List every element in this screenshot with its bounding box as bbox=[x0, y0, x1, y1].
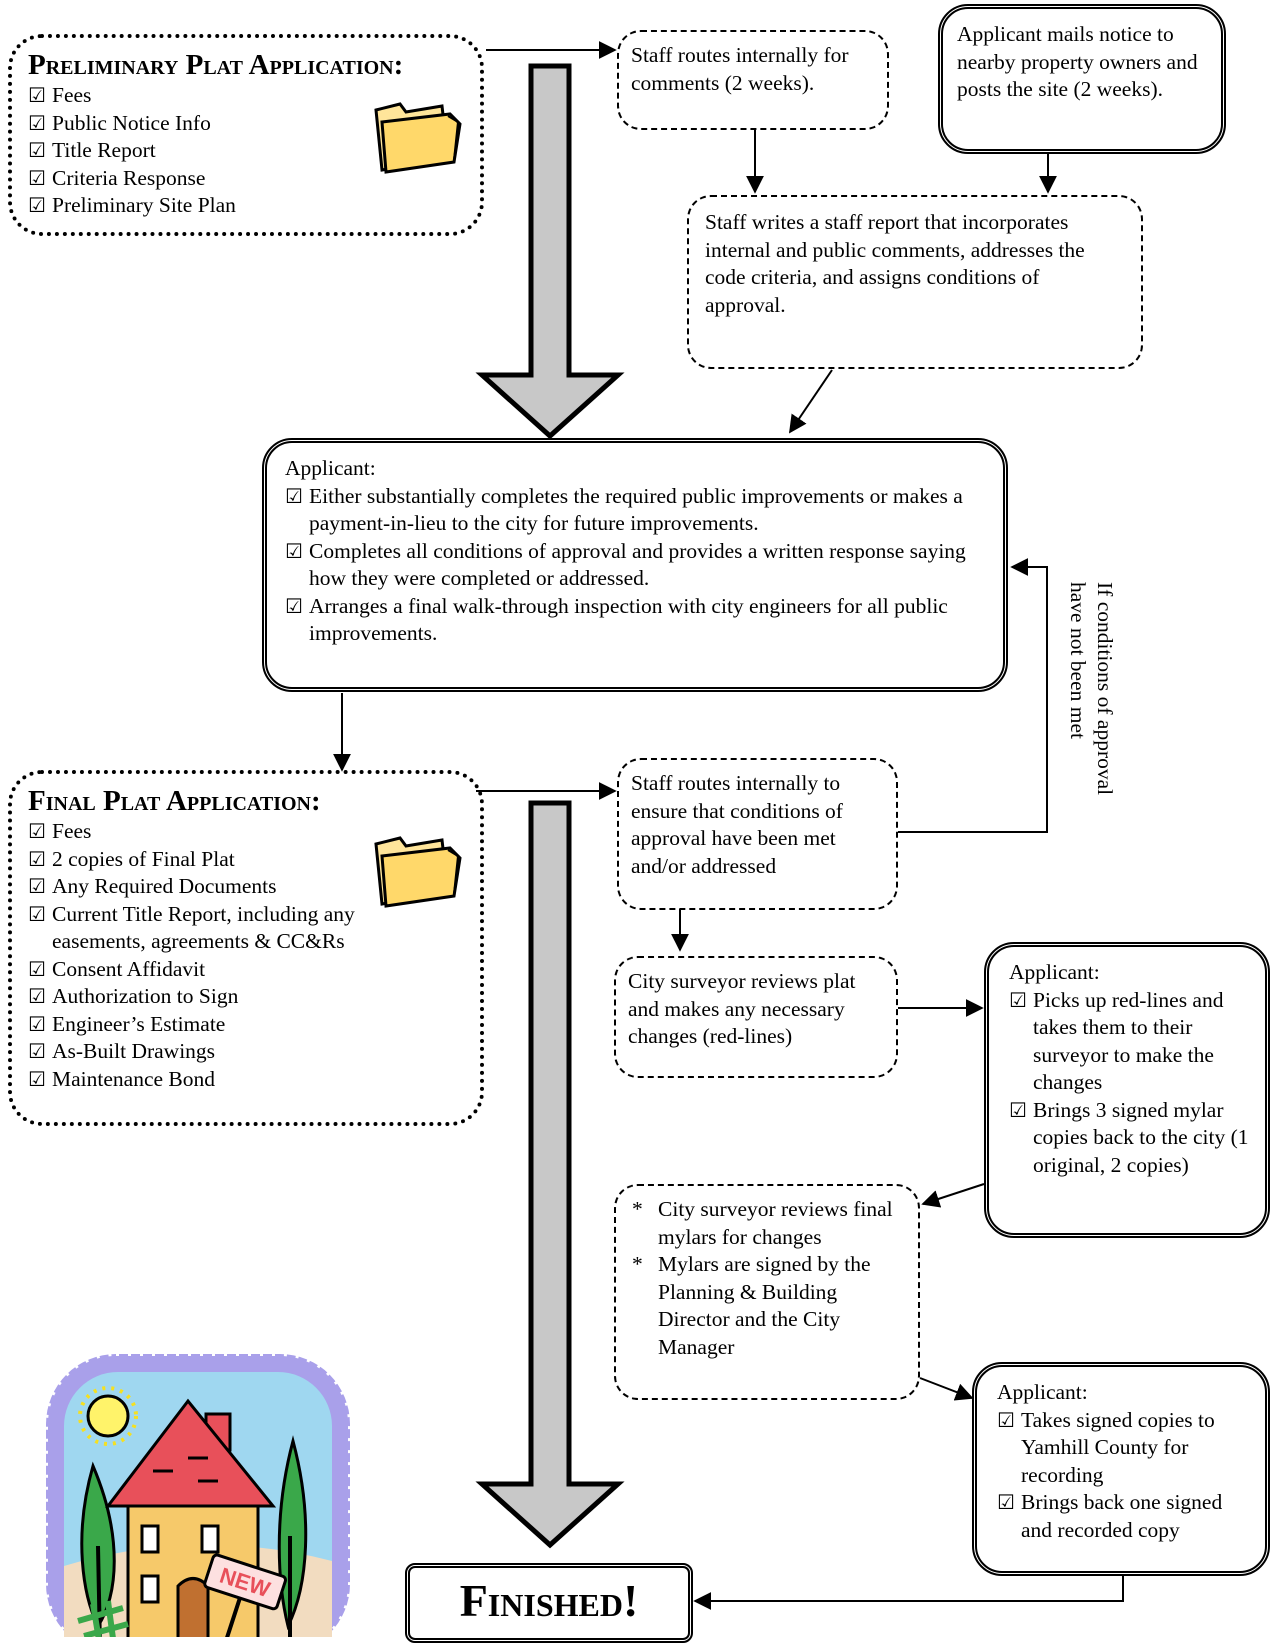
big-arrow-upper bbox=[475, 63, 625, 440]
checkbox-icon: ☑ bbox=[28, 110, 46, 135]
applicant-redlines-box: Applicant: ☑Picks up red-lines and takes… bbox=[984, 942, 1270, 1238]
final-plat-box: Final Plat Application: ☑Fees ☑2 copies … bbox=[8, 770, 484, 1126]
asterisk-icon: * bbox=[632, 1252, 643, 1276]
checklist-item: ☑Any Required Documents bbox=[28, 873, 464, 901]
checkbox-icon: ☑ bbox=[28, 193, 46, 217]
applicant-main-box: Applicant: ☑Either substantially complet… bbox=[262, 438, 1008, 692]
applicant-main-title: Applicant: bbox=[285, 456, 376, 480]
mylars-box: *City surveyor reviews final mylars for … bbox=[614, 1184, 920, 1400]
checkbox-icon: ☑ bbox=[28, 165, 46, 190]
checklist-item: ☑Fees bbox=[28, 82, 464, 110]
house-clipart-icon: NEW bbox=[44, 1352, 352, 1637]
checklist-item: ☑Current Title Report, including any eas… bbox=[28, 901, 355, 954]
checklist-item: ☑Engineer’s Estimate bbox=[28, 1011, 464, 1039]
checkbox-icon: ☑ bbox=[28, 956, 46, 981]
staff-routes-comments-box: Staff routes internally for comments (2 … bbox=[617, 30, 889, 130]
checkbox-icon: ☑ bbox=[28, 984, 46, 1008]
applicant-redlines-title: Applicant: bbox=[1009, 960, 1100, 984]
big-arrow-lower bbox=[475, 800, 625, 1549]
checklist-item: ☑Picks up red-lines and takes them to th… bbox=[1009, 987, 1224, 1095]
final-plat-checklist: ☑Fees ☑2 copies of Final Plat ☑Any Requi… bbox=[28, 818, 464, 1093]
applicant-redlines-checklist: ☑Picks up red-lines and takes them to th… bbox=[1009, 987, 1253, 1180]
checklist-item: ☑Brings 3 signed mylar copies back to th… bbox=[1009, 1097, 1249, 1177]
preliminary-plat-title: Preliminary Plat Application: bbox=[28, 49, 404, 81]
applicant-recording-checklist: ☑Takes signed copies to Yamhill County f… bbox=[997, 1407, 1253, 1545]
list-item: *Mylars are signed by the Planning & Bui… bbox=[632, 1252, 871, 1359]
checklist-item: ☑2 copies of Final Plat bbox=[28, 846, 464, 874]
checkbox-icon: ☑ bbox=[285, 538, 303, 563]
checkbox-icon: ☑ bbox=[997, 1407, 1015, 1432]
checkbox-icon: ☑ bbox=[285, 483, 303, 508]
list-item: *City surveyor reviews final mylars for … bbox=[632, 1197, 893, 1249]
checklist-item: ☑Public Notice Info bbox=[28, 110, 464, 138]
folder-icon bbox=[374, 102, 462, 174]
asterisk-icon: * bbox=[632, 1197, 643, 1221]
checkbox-icon: ☑ bbox=[28, 901, 46, 926]
checkbox-icon: ☑ bbox=[28, 1011, 46, 1036]
checkbox-icon: ☑ bbox=[28, 83, 46, 107]
checkbox-icon: ☑ bbox=[28, 819, 46, 843]
checkbox-icon: ☑ bbox=[28, 1039, 46, 1063]
finished-box: Finished! bbox=[405, 1563, 693, 1643]
surveyor-reviews-box: City surveyor reviews plat and makes any… bbox=[614, 956, 898, 1078]
checklist-item: ☑Preliminary Site Plan bbox=[28, 192, 464, 220]
mylars-list: *City surveyor reviews final mylars for … bbox=[628, 1196, 906, 1361]
applicant-recording-box: Applicant: ☑Takes signed copies to Yamhi… bbox=[972, 1362, 1270, 1576]
checklist-item: ☑Completes all conditions of approval an… bbox=[285, 538, 966, 591]
preliminary-checklist: ☑Fees ☑Public Notice Info ☑Title Report … bbox=[28, 82, 464, 220]
checklist-item: ☑Authorization to Sign bbox=[28, 983, 464, 1011]
conditions-not-met-note: If conditions of approval have not been … bbox=[1066, 582, 1117, 796]
applicant-recording-title: Applicant: bbox=[997, 1380, 1088, 1404]
applicant-mails-box: Applicant mails notice to nearby propert… bbox=[938, 4, 1226, 154]
checkbox-icon: ☑ bbox=[1009, 987, 1027, 1012]
staff-report-box: Staff writes a staff report that incorpo… bbox=[687, 195, 1143, 369]
checklist-item: ☑Takes signed copies to Yamhill County f… bbox=[997, 1407, 1215, 1487]
checklist-item: ☑As-Built Drawings bbox=[28, 1038, 464, 1066]
checkbox-icon: ☑ bbox=[28, 846, 46, 871]
checkbox-icon: ☑ bbox=[285, 593, 303, 618]
checklist-item: ☑Brings back one signed and recorded cop… bbox=[997, 1490, 1223, 1542]
checkbox-icon: ☑ bbox=[28, 874, 46, 898]
staff-routes-conditions-box: Staff routes internally to ensure that c… bbox=[617, 758, 898, 910]
checkbox-icon: ☑ bbox=[1009, 1097, 1027, 1122]
checklist-item: ☑Fees bbox=[28, 818, 464, 846]
checklist-item: ☑Consent Affidavit bbox=[28, 956, 464, 984]
preliminary-plat-box: Preliminary Plat Application: ☑Fees ☑Pub… bbox=[8, 34, 484, 236]
checkbox-icon: ☑ bbox=[997, 1490, 1015, 1514]
checklist-item: ☑Title Report bbox=[28, 137, 464, 165]
checklist-item: ☑Arranges a final walk-through inspectio… bbox=[285, 593, 948, 646]
applicant-main-checklist: ☑Either substantially completes the requ… bbox=[285, 483, 985, 648]
checklist-item: ☑Either substantially completes the requ… bbox=[285, 483, 963, 536]
final-plat-title: Final Plat Application: bbox=[28, 785, 321, 817]
folder-icon bbox=[374, 836, 462, 908]
checklist-item: ☑Maintenance Bond bbox=[28, 1066, 464, 1094]
checkbox-icon: ☑ bbox=[28, 138, 46, 162]
checkbox-icon: ☑ bbox=[28, 1066, 46, 1091]
checklist-item: ☑Criteria Response bbox=[28, 165, 464, 193]
